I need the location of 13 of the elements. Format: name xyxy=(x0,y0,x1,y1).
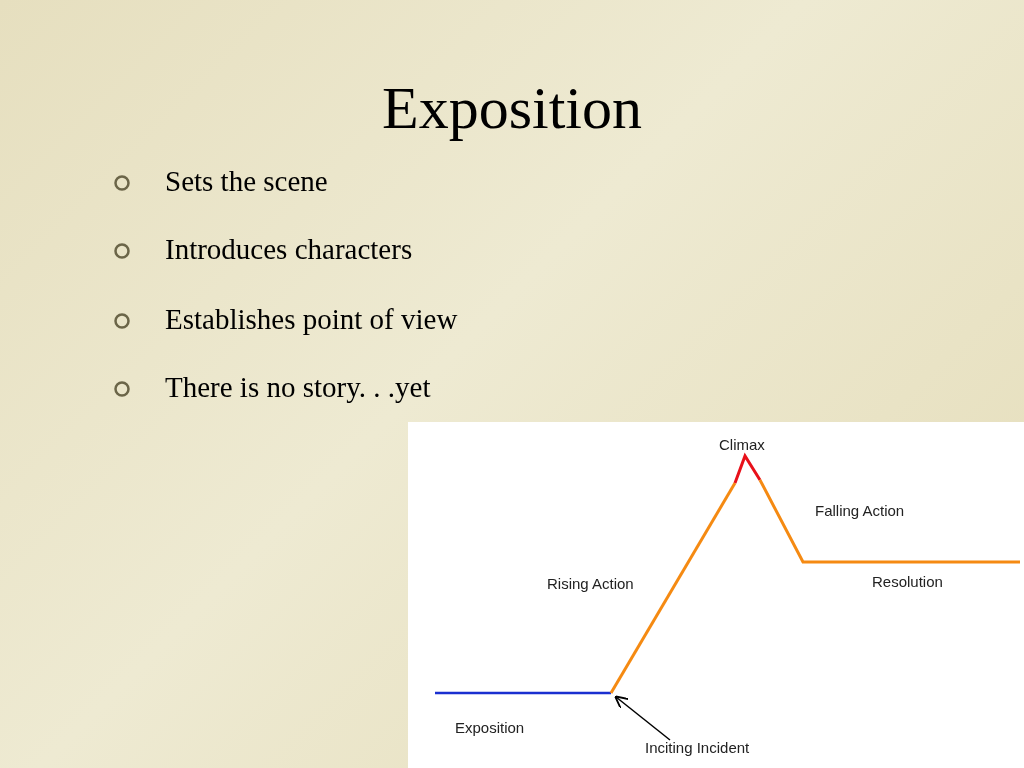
stage-label: Exposition xyxy=(455,719,525,737)
stage-label: Falling Action xyxy=(815,502,905,520)
bullet-text: There is no story. . .yet xyxy=(165,370,431,405)
stage-label: Climax xyxy=(719,436,765,454)
leader-arrow xyxy=(614,695,671,741)
stage-label: Rising Action xyxy=(547,575,634,593)
slide-title: Exposition xyxy=(381,74,643,143)
bullet-text: Establishes point of view xyxy=(165,302,458,337)
bullet-text: Introduces characters xyxy=(165,232,413,267)
stage-label: Resolution xyxy=(872,573,943,591)
plot-line-drawing xyxy=(435,452,1020,695)
stage-label: Inciting Incident xyxy=(645,739,750,757)
bullet-text: Sets the scene xyxy=(165,164,328,199)
